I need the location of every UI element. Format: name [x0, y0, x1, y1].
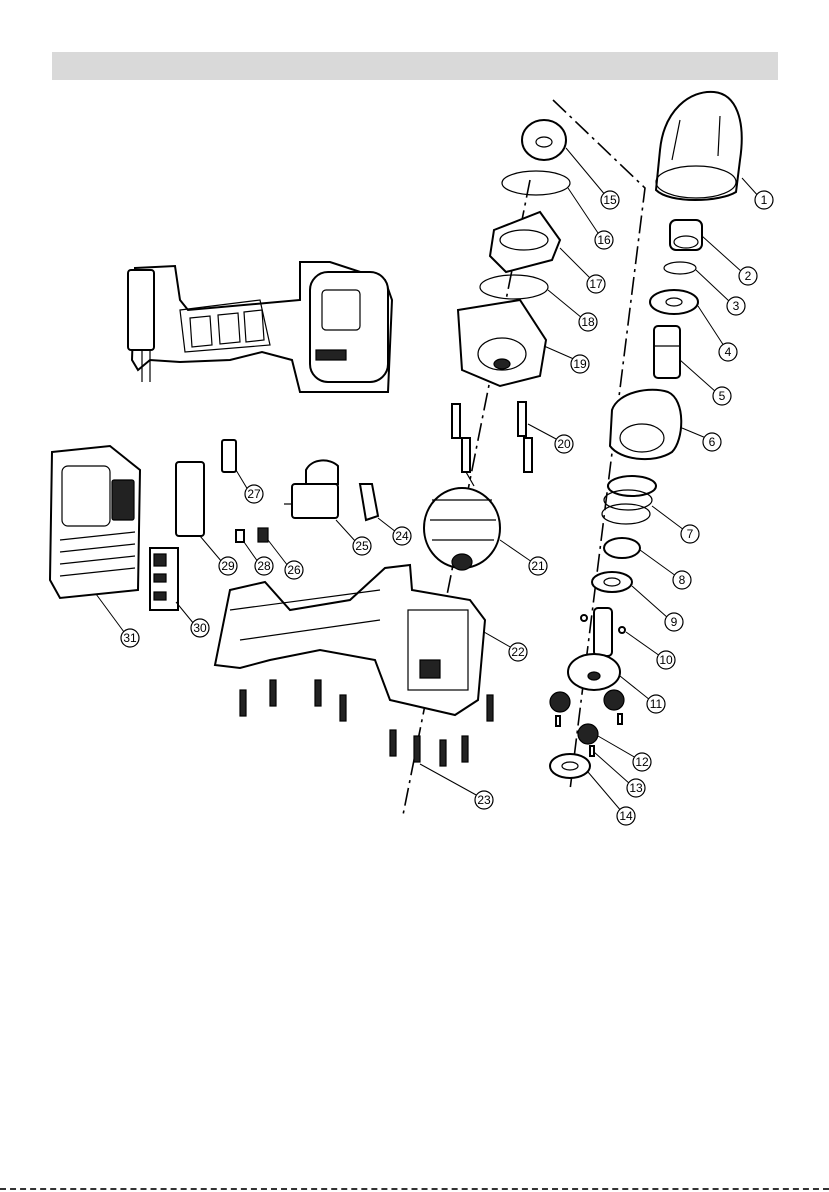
callout-29-label: 29: [221, 559, 235, 573]
part-27-clip: [222, 440, 236, 472]
page-bottom-edge: [0, 1188, 829, 1190]
part-3-retaining-ring: [664, 262, 696, 274]
callout-25-label: 25: [355, 539, 369, 553]
callout-16-label: 16: [597, 233, 611, 247]
part-13-pin: [590, 746, 594, 756]
part-18-o-ring: [480, 275, 548, 299]
part-24-direction-lever: [360, 484, 378, 520]
callout-26-label: 26: [287, 563, 301, 577]
part-16-o-ring: [502, 171, 570, 195]
callout-7-label: 7: [687, 527, 694, 541]
part-10-steel-ball: [619, 627, 625, 633]
callout-21-label: 21: [531, 559, 545, 573]
part-6-hammer-case: [610, 390, 681, 459]
callout-30-label: 30: [193, 621, 207, 635]
part-31-battery-pack: [50, 446, 140, 598]
callout-2-label: 2: [745, 269, 752, 283]
callout-3-label: 3: [733, 299, 740, 313]
part-25-trigger-switch: [284, 460, 338, 518]
part-9-washer: [592, 572, 632, 592]
part-8-needle-bearing: [604, 538, 640, 558]
assembled-impact-wrench: [128, 262, 392, 392]
part-10-steel-ball: [581, 615, 587, 621]
part-4-washer: [650, 290, 698, 314]
callout-20-label: 20: [557, 437, 571, 451]
part-30-control-board: [150, 548, 178, 610]
part-1-front-cover: [656, 92, 742, 200]
callout-12-label: 12: [635, 755, 649, 769]
part-20-long-screws: [452, 402, 532, 472]
callout-31-label: 31: [123, 631, 137, 645]
part-21-motor: [424, 472, 500, 570]
callout-10-label: 10: [659, 653, 673, 667]
part-11-spindle: [568, 608, 620, 690]
callout-5-label: 5: [719, 389, 726, 403]
part-28-spring: [236, 530, 244, 542]
part-5-anvil: [654, 326, 680, 378]
callout-19-label: 19: [573, 357, 587, 371]
part-13-pin: [556, 716, 560, 726]
callout-22-label: 22: [511, 645, 525, 659]
part-7-hammer-spring: [602, 476, 656, 524]
callout-24-label: 24: [395, 529, 409, 543]
part-13-pin: [618, 714, 622, 724]
part-19-gear-housing: [458, 300, 546, 386]
callout-15-label: 15: [603, 193, 617, 207]
part-29-rubber-pad: [176, 462, 204, 536]
part-2-bushing: [670, 220, 702, 250]
callout-23-label: 23: [477, 793, 491, 807]
callout-1-label: 1: [761, 193, 768, 207]
callout-11-label: 11: [650, 697, 663, 711]
callout-18-label: 18: [581, 315, 595, 329]
part-22-housing-half: [215, 565, 485, 715]
part-26-contact: [258, 528, 268, 542]
part-14-washer: [550, 754, 590, 778]
part-17-ring-gear: [490, 212, 560, 272]
callout-6-label: 6: [709, 435, 716, 449]
callout-14-label: 14: [619, 809, 633, 823]
callout-13-label: 13: [629, 781, 643, 795]
callout-28-label: 28: [257, 559, 271, 573]
callout-9-label: 9: [671, 615, 678, 629]
part-15-washer: [522, 120, 566, 160]
callout-4-label: 4: [725, 345, 732, 359]
part-12-planet-gears: [550, 690, 624, 744]
callout-8-label: 8: [679, 573, 686, 587]
callout-17-label: 17: [589, 277, 603, 291]
callout-27-label: 27: [247, 487, 261, 501]
